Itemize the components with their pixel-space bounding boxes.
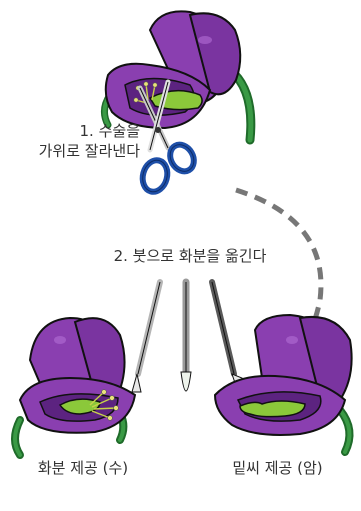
step1-instruction: 1. 수술을 가위로 잘라낸다 (0, 121, 140, 161)
pollen-donor-caption: 화분 제공 (수) (18, 458, 148, 478)
brush-left-icon (132, 282, 160, 392)
ovule-donor-caption: 밑씨 제공 (암) (210, 458, 345, 478)
step2-instruction: 2. 붓으로 화분을 옮긴다 (90, 246, 290, 266)
step1-line2: 가위로 잘라낸다 (0, 141, 140, 161)
brush-center-icon (181, 282, 191, 391)
ovule-donor-flower (215, 315, 352, 452)
pollen-donor-flower (15, 318, 135, 455)
brush-right-icon (212, 282, 242, 392)
step1-line1: 1. 수술을 (0, 121, 140, 141)
